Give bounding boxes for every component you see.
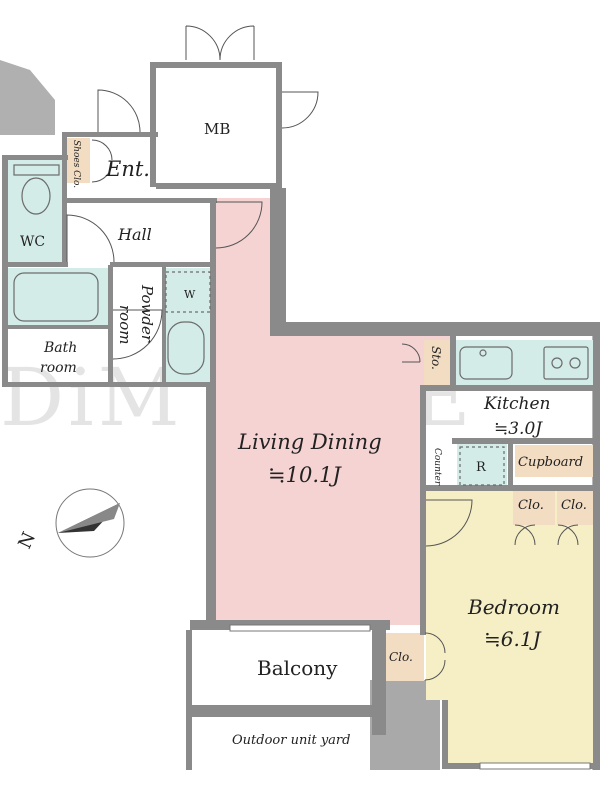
fridge-fill: [457, 444, 507, 488]
wc-label: WC: [20, 234, 45, 250]
closet-b-fill: [557, 485, 597, 525]
storage-label: Sto.: [429, 346, 443, 370]
storage-fill: [424, 340, 452, 385]
compass-north-label: N: [14, 529, 40, 552]
compass: N: [14, 488, 125, 558]
room-labels: MB Ent. Shoes Clo. WC Hall Bath room Pow…: [20, 120, 587, 748]
bath-fill: [8, 268, 108, 326]
shoes-closet-fill: [66, 138, 90, 183]
powder-fill: [162, 268, 212, 383]
closet-c-fill: [386, 633, 424, 681]
stove-icon: [543, 346, 589, 380]
living-door-icon: [215, 201, 263, 249]
kitchen-size: ≒3.0J: [494, 419, 543, 439]
cupboard-label: Cupboard: [518, 455, 583, 470]
entrance-label: Ent.: [105, 157, 150, 181]
balcony-window: [229, 624, 371, 632]
closet-a-fill: [513, 485, 555, 525]
powder-label-1: Powder: [138, 284, 156, 343]
washbasin-icon: [167, 321, 205, 375]
bedroom-size: ≒6.1J: [484, 627, 542, 651]
closet-a-label: Clo.: [518, 498, 544, 513]
bedroom-window: [479, 762, 591, 770]
closet-c-door-icon: [424, 632, 446, 681]
closet-door-b-icon: [557, 524, 579, 546]
shoes-closet-label: Shoes Clo.: [71, 140, 81, 188]
fridge-outline-icon: [459, 446, 505, 486]
outdoor-unit-yard-label: Outdoor unit yard: [232, 733, 350, 748]
bath-label-2: room: [40, 360, 77, 376]
compass-ring: [55, 488, 125, 558]
mb-label: MB: [204, 120, 230, 138]
room-fills: [8, 138, 598, 765]
refrigerator-label: R: [476, 460, 487, 475]
toilet-icon: [21, 177, 51, 215]
closet-b-label: Clo.: [561, 498, 587, 513]
kitchen-label: Kitchen: [483, 394, 550, 414]
closet-door-a-icon: [514, 524, 536, 546]
kitchen-sink-icon: [459, 346, 513, 380]
storage-door-icon: [401, 343, 421, 363]
bedroom-door-icon: [425, 499, 473, 547]
windows: [229, 624, 591, 770]
mb-door-left-icon: [185, 25, 221, 61]
hall-label: Hall: [117, 225, 152, 244]
powder-label-2: room: [116, 305, 134, 344]
mb-door-right-icon: [219, 25, 255, 61]
bedroom-label: Bedroom: [467, 595, 560, 619]
shoes-door-icon: [91, 139, 113, 183]
entrance-door-icon: [97, 89, 141, 133]
powder-door-icon: [112, 309, 163, 360]
balcony-label: Balcony: [257, 656, 338, 680]
living-dining-label: Living Dining: [237, 430, 382, 454]
walls: [2, 62, 600, 770]
closet-c-label: Clo.: [389, 650, 413, 664]
bedroom-fill: [426, 490, 598, 765]
hall-door-icon: [66, 214, 115, 263]
living-dining-size: ≒10.1J: [268, 463, 342, 487]
toilet-tank-icon: [13, 164, 60, 176]
mb-side-door-icon: [281, 91, 319, 129]
bathtub-icon: [13, 272, 99, 322]
cupboard-fill: [515, 445, 597, 477]
doors: [66, 25, 579, 681]
living-dining-fill: [214, 198, 450, 625]
fixtures: [13, 164, 589, 486]
washer-label: W: [184, 288, 196, 301]
bath-label-1: Bath: [43, 340, 77, 356]
counter-label: Counter: [432, 448, 442, 486]
